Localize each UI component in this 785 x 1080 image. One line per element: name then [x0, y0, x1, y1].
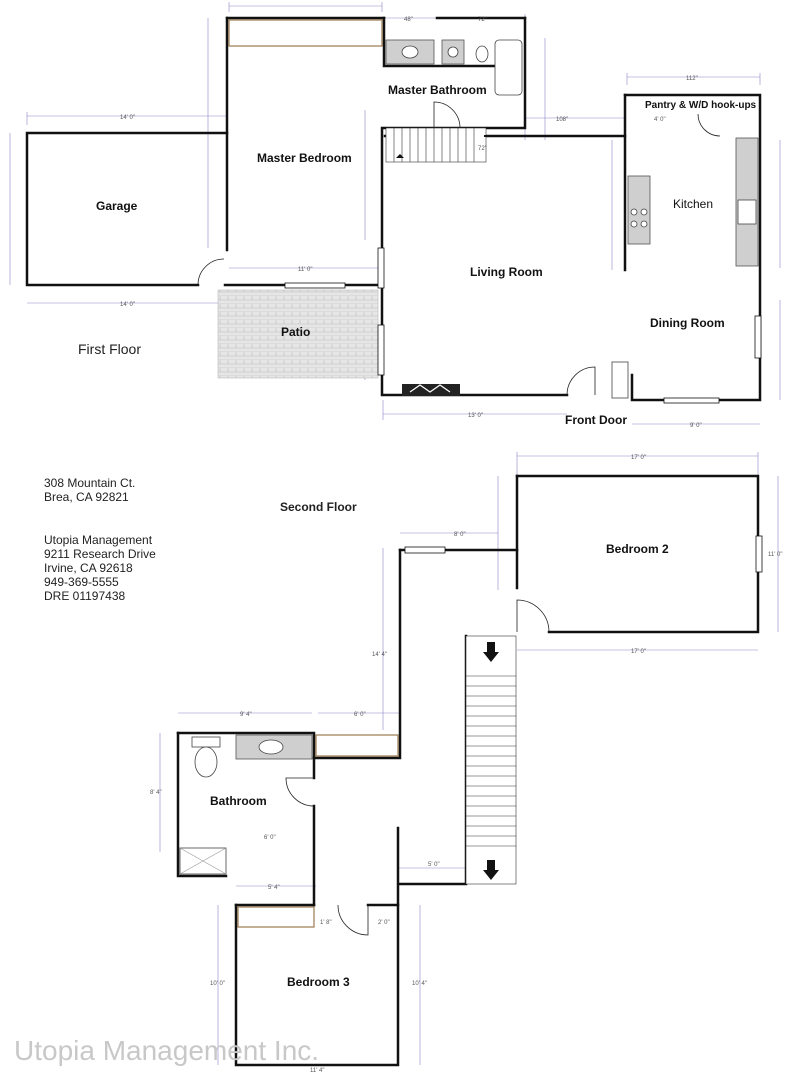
room-label-master-bathroom: Master Bathroom — [388, 83, 487, 97]
dim-label: 1' 8" — [320, 920, 332, 926]
first-floor: Master Bathroom Pantry & W/D hook-ups Ga… — [9, 2, 781, 429]
dim-label: 13' 0" — [468, 413, 483, 419]
bathroom-fixtures — [179, 734, 315, 875]
bedroom2-window — [755, 535, 763, 573]
sink-icon — [737, 199, 757, 225]
room-label-living-room: Living Room — [470, 265, 543, 279]
entry-closet — [611, 361, 629, 399]
room-label-kitchen: Kitchen — [673, 197, 713, 211]
second-floor: Second Floor — [150, 452, 783, 1074]
bathtub-icon — [494, 39, 523, 96]
burner-icon — [640, 220, 648, 228]
second-floor-stairs — [465, 635, 517, 885]
sink-icon — [258, 739, 284, 755]
dining-window — [754, 315, 762, 359]
sink-icon — [447, 46, 459, 58]
master-closet — [228, 19, 383, 47]
second-floor-walls — [176, 474, 760, 1067]
hall-closet — [315, 734, 399, 757]
first-floor-walls — [25, 16, 762, 402]
dim-label: 11' 4" — [310, 1068, 325, 1074]
first-floor-stairs — [385, 127, 494, 163]
dim-label: 17' 0" — [631, 455, 646, 461]
floor-label-second: Second Floor — [280, 500, 357, 514]
kitchen-fixtures — [627, 113, 759, 267]
garage-door-swing — [197, 258, 225, 286]
room-label-dining-room: Dining Room — [650, 316, 725, 330]
contact-info: 308 Mountain Ct. Brea, CA 92821 Utopia M… — [44, 476, 156, 603]
dim-label: 48" — [404, 17, 413, 23]
dim-label: 11' 0" — [768, 552, 783, 558]
dim-label: 10' 0" — [210, 981, 225, 987]
dim-label: 72" — [478, 17, 487, 23]
dim-label: 8' 4" — [150, 790, 162, 796]
sliding-door — [377, 247, 385, 289]
burner-icon — [630, 220, 638, 228]
dim-label: 6' 0" — [264, 835, 276, 841]
dim-label: 5' 0" — [428, 862, 440, 868]
toilet-icon — [194, 746, 218, 778]
dim-label: 17' 0" — [631, 649, 646, 655]
bathroom-door-swing — [285, 777, 315, 807]
patio-window — [284, 282, 346, 289]
patio-slider — [377, 324, 385, 376]
dim-label: 9' 0" — [690, 423, 702, 429]
burner-icon — [640, 208, 648, 216]
dim-label: 4' 0" — [654, 117, 666, 123]
dim-label: 72" — [478, 146, 487, 152]
dim-label: 14' 4" — [372, 652, 387, 658]
dim-label: 9' 4" — [240, 712, 252, 718]
patio-floor — [217, 289, 379, 379]
dim-label: 6' 0" — [354, 712, 366, 718]
room-label-patio: Patio — [281, 325, 310, 339]
bedroom3-closet — [237, 906, 315, 928]
room-label-master-bedroom: Master Bedroom — [257, 151, 352, 165]
toilet-icon — [475, 45, 489, 63]
dim-label: 8' 0" — [454, 532, 466, 538]
room-label-bathroom: Bathroom — [210, 794, 267, 808]
floor-label-first: First Floor — [78, 341, 141, 357]
arrow-down-icon — [483, 860, 499, 880]
company-city: Irvine, CA 92618 — [44, 561, 133, 575]
master-bath-fixtures — [385, 39, 523, 129]
room-label-garage: Garage — [96, 199, 138, 213]
bedroom3-door-swing — [337, 904, 369, 936]
room-label-bedroom2: Bedroom 2 — [606, 542, 669, 556]
dim-label: 14' 0" — [120, 115, 135, 121]
bedroom2-door-swing — [516, 599, 550, 633]
dim-label: 2' 0" — [378, 920, 390, 926]
pantry-door-swing — [697, 113, 721, 137]
dim-label: 14' 0" — [120, 302, 135, 308]
hall-window — [404, 546, 446, 554]
company-dre: DRE 01197438 — [44, 589, 125, 603]
dim-label: 108" — [556, 117, 568, 123]
room-label-bedroom3: Bedroom 3 — [287, 975, 350, 989]
arrow-down-icon — [483, 642, 499, 662]
company-name: Utopia Management — [44, 533, 153, 547]
dim-label: 5' 4" — [268, 885, 280, 891]
burner-icon — [630, 208, 638, 216]
address-line1: 308 Mountain Ct. — [44, 476, 135, 490]
room-label-pantry: Pantry & W/D hook-ups — [645, 100, 757, 111]
toilet-tank-icon — [191, 736, 221, 748]
dim-label: 112" — [686, 76, 698, 82]
address-line2: Brea, CA 92821 — [44, 490, 129, 504]
company-phone: 949-369-5555 — [44, 575, 119, 589]
fireplace-icon — [402, 384, 460, 396]
company-street: 9211 Research Drive — [44, 547, 156, 561]
dining-window-bottom — [663, 397, 720, 404]
front-door-swing — [566, 366, 596, 396]
room-label-front-door: Front Door — [565, 413, 627, 427]
dim-label: 11' 0" — [298, 267, 313, 273]
sink-icon — [401, 45, 419, 59]
dim-label: 10' 4" — [412, 981, 427, 987]
watermark: Utopia Management Inc. — [14, 1035, 319, 1066]
